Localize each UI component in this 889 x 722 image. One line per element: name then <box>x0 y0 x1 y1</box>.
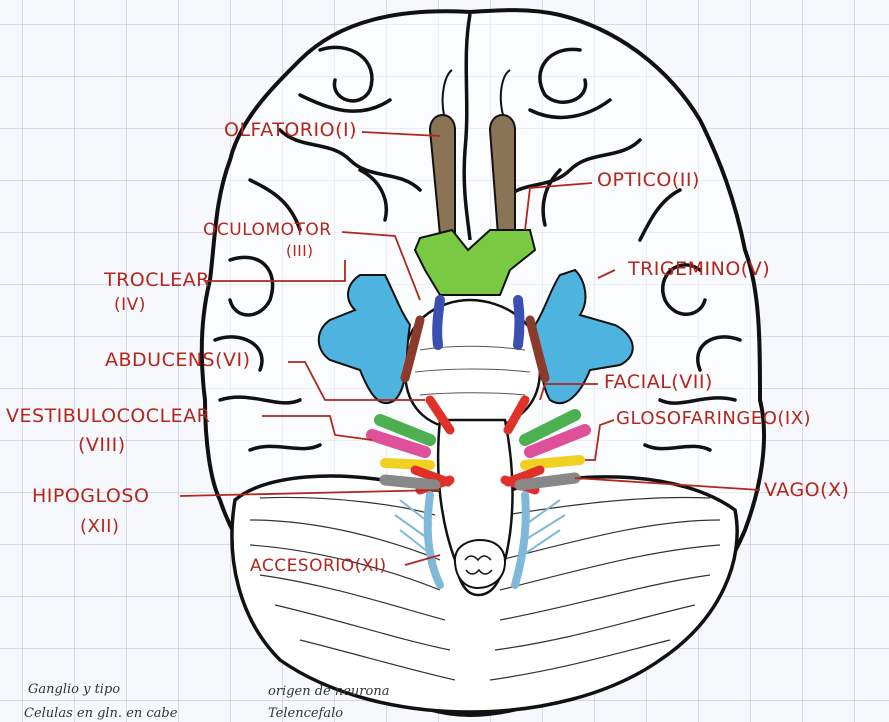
label-trigemino: TRIGEMINO(V) <box>628 260 770 279</box>
spinal-cord-section <box>455 540 505 588</box>
label-optico: OPTICO(II) <box>597 171 700 190</box>
label-glosofaringeo: GLOSOFARINGEO(IX) <box>616 410 811 428</box>
note-celulas: Celulas en gln. en cabe <box>24 706 177 721</box>
label-accesorio: ACCESORIO(XI) <box>250 558 387 575</box>
glossopharyngeal-nerve-left <box>385 463 430 465</box>
note-origen: origen de neurona <box>268 684 389 699</box>
label-olfatorio: OLFATORIO(I) <box>224 121 357 140</box>
abducens-nerve-right <box>518 300 520 345</box>
label-abducens: ABDUCENS(VI) <box>105 351 251 370</box>
label-hipogloso: HIPOGLOSO <box>32 487 149 506</box>
label-vestibulococlear: VESTIBULOCOCLEAR <box>6 407 210 426</box>
label-oculomotor: OCULOMOTOR <box>203 222 332 239</box>
glossopharyngeal-nerve-right <box>525 460 580 465</box>
note-telencefalo: Telencefalo <box>268 706 343 721</box>
note-ganglio: Ganglio y tipo <box>28 682 120 697</box>
label-vago: VAGO(X) <box>764 481 849 500</box>
abducens-nerve-left <box>437 300 440 345</box>
hypoglossal-nerve-left <box>385 480 435 485</box>
label-oculomotor-num: (III) <box>286 244 313 259</box>
hypoglossal-nerve-right <box>520 478 575 485</box>
label-troclear-num: (IV) <box>114 297 146 314</box>
label-troclear: TROCLEAR <box>104 271 210 290</box>
label-hipogloso-num: (XII) <box>80 518 120 536</box>
label-facial: FACIAL(VII) <box>604 373 713 392</box>
label-vestibulococlear-num: (VIII) <box>78 436 126 455</box>
